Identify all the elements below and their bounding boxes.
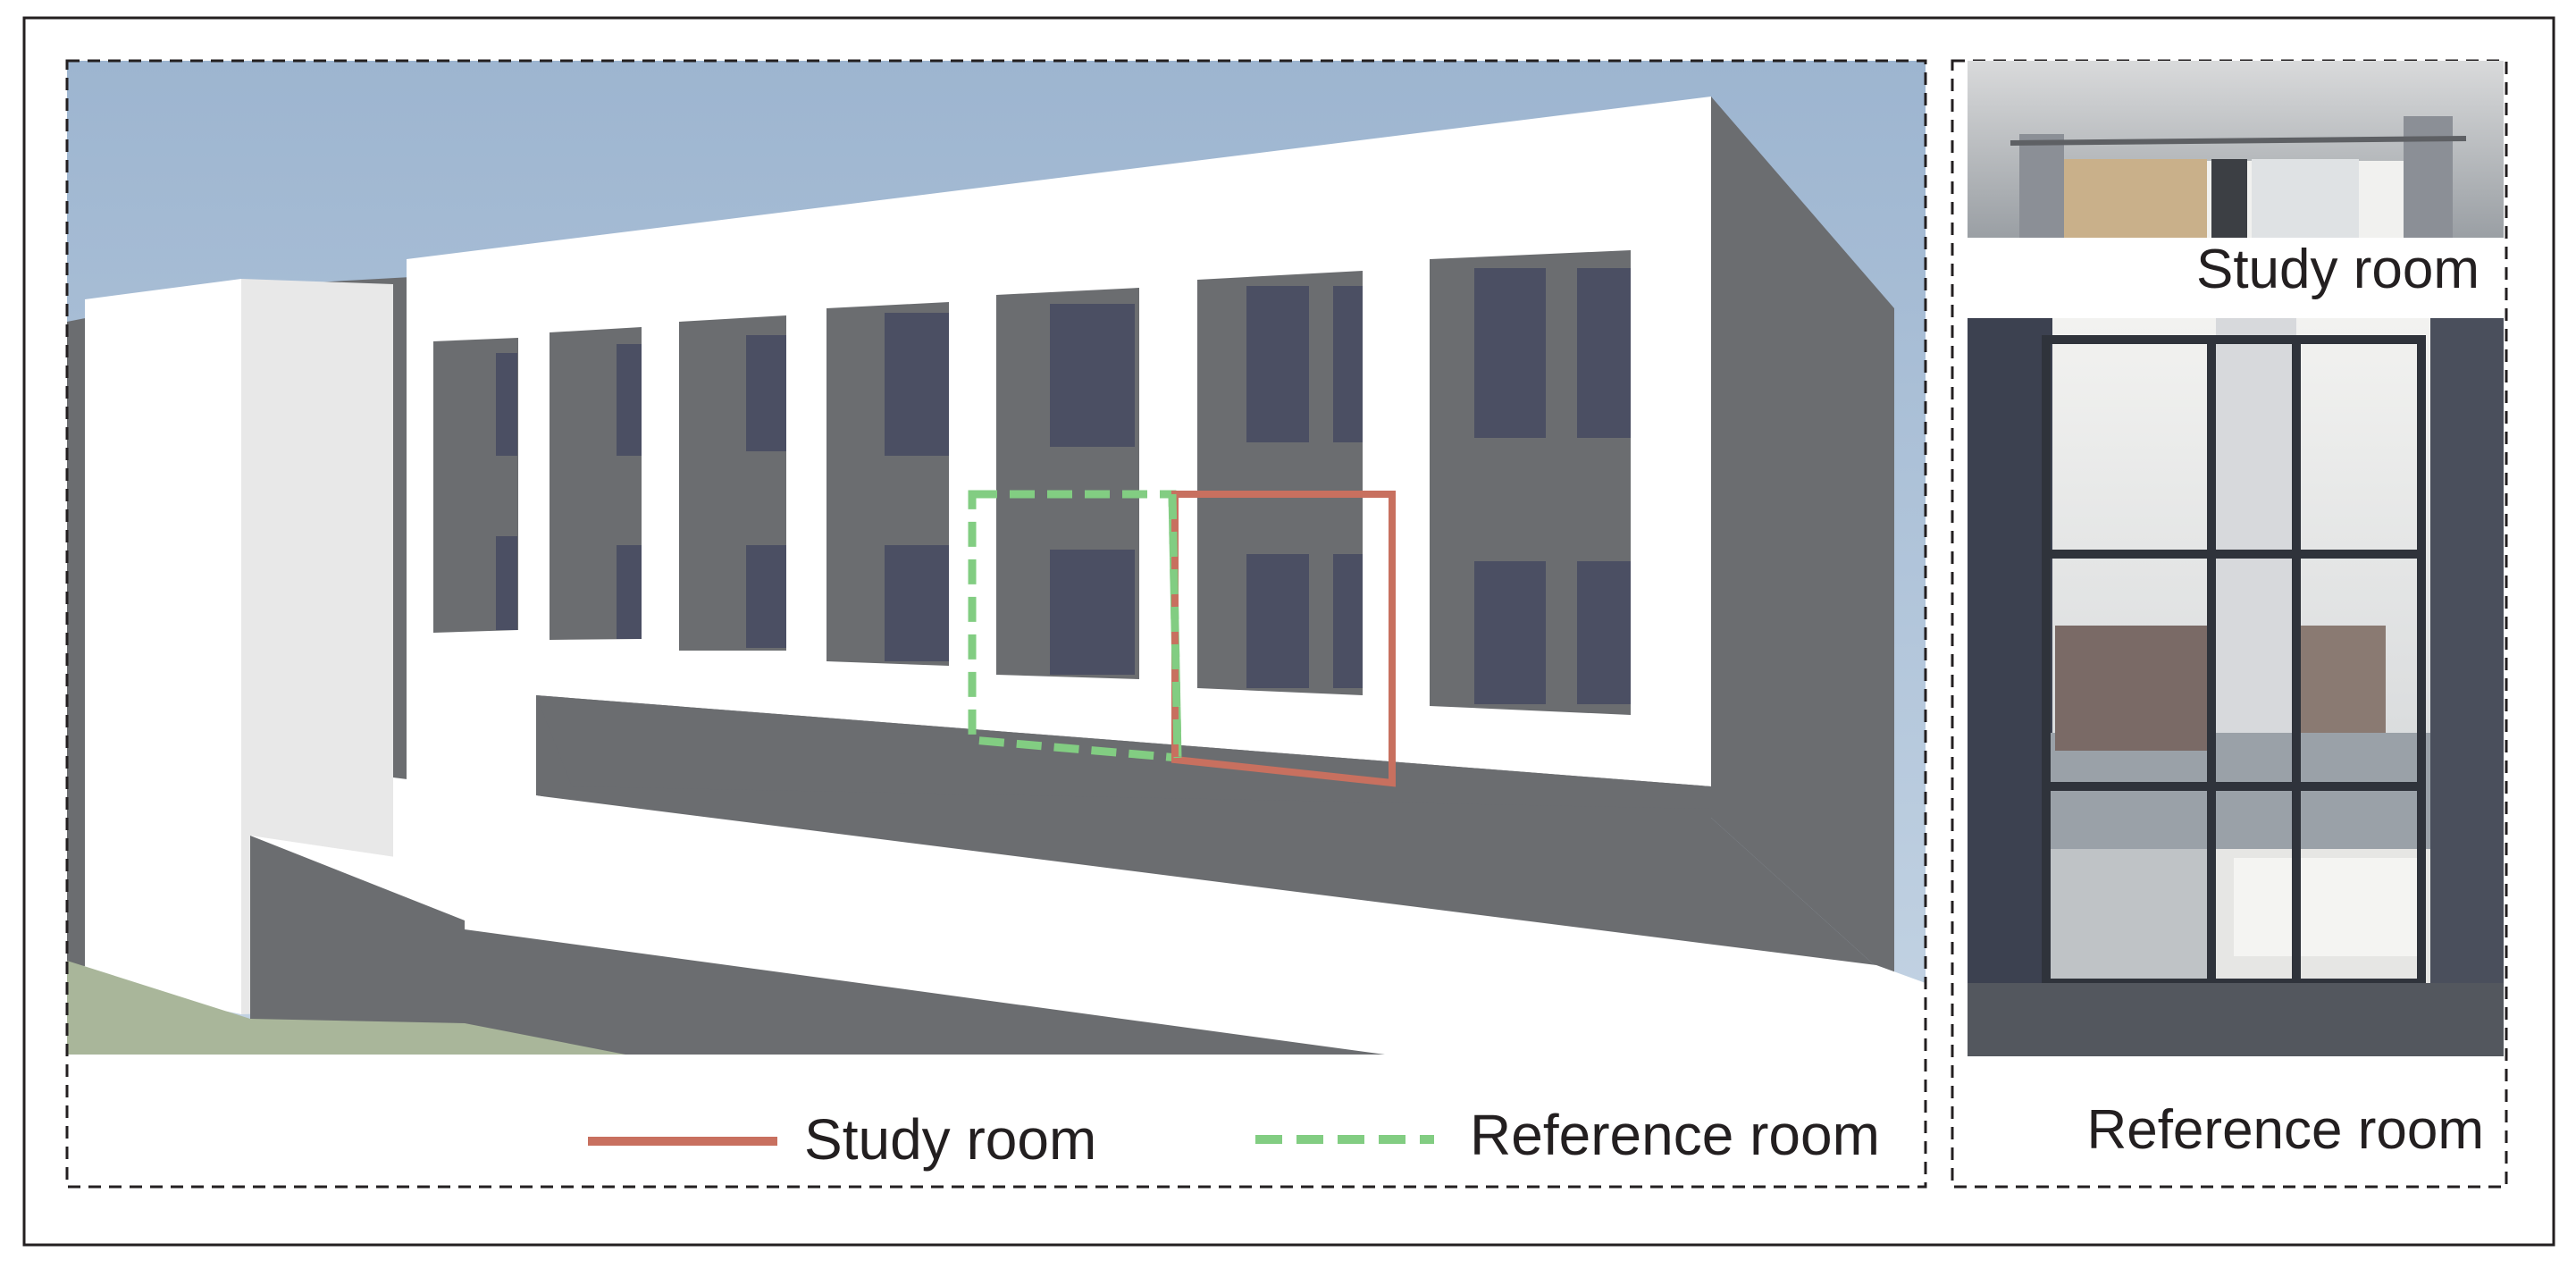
legend-reference-label: Reference room xyxy=(1470,1103,1880,1167)
render-panel-border xyxy=(65,59,1927,1189)
facade-side xyxy=(1711,97,1894,983)
reference-room-caption: Reference room xyxy=(2086,1099,2484,1161)
overhang-underside xyxy=(536,695,1711,809)
podium-shadow-floor xyxy=(465,929,1385,1055)
podium-shadow-left xyxy=(250,836,465,1055)
ground xyxy=(67,961,625,1055)
left-tower-side xyxy=(241,279,393,1014)
study-room-outline xyxy=(1171,491,1396,787)
study-room-caption: Study room xyxy=(2196,239,2480,300)
building-render xyxy=(67,61,1926,1055)
outer-frame xyxy=(22,16,2555,1247)
study-room-photo xyxy=(1968,61,2504,238)
window-glass xyxy=(496,268,1631,704)
legend-study-label: Study room xyxy=(804,1107,1096,1172)
reference-room-shared-edge xyxy=(1168,493,1182,759)
left-tower-front xyxy=(85,279,241,1014)
reference-room-photo xyxy=(1968,318,2504,1056)
